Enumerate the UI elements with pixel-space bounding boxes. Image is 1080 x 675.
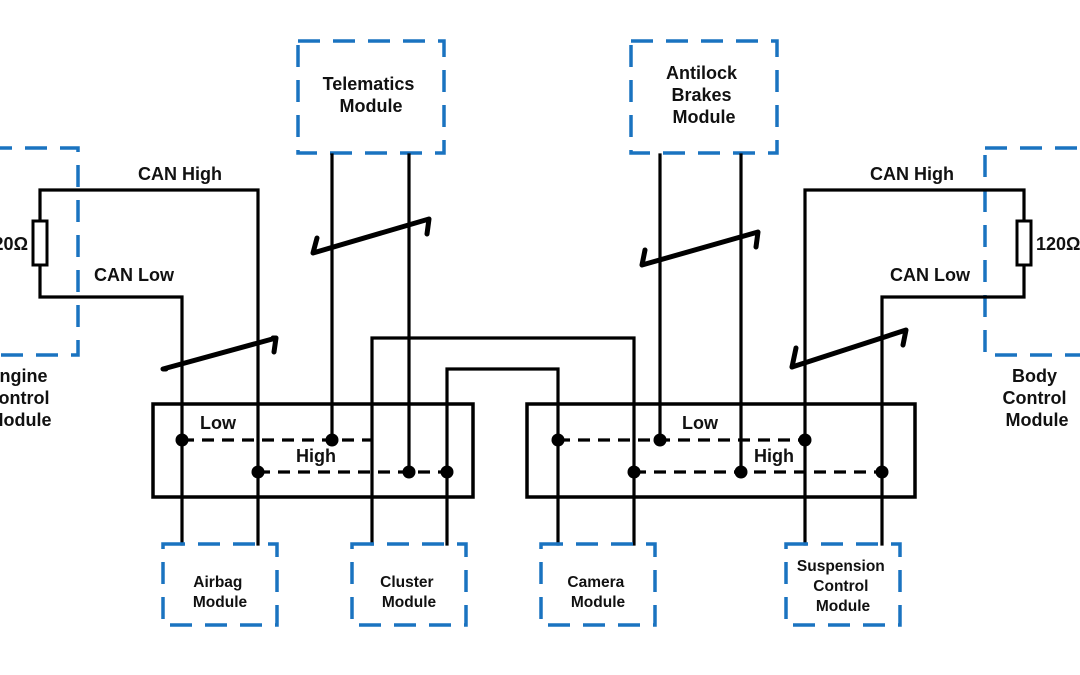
- engine-control-module: Engine Control Module: [0, 146, 80, 430]
- bridge-wires: [370, 336, 636, 546]
- left-junction-low-label: Low: [200, 413, 237, 433]
- left-can-low-wire: [38, 262, 184, 406]
- left-termination: 120Ω CAN High CAN Low: [0, 164, 279, 406]
- resistor-icon: [1015, 219, 1033, 267]
- splice-dot: [875, 465, 889, 479]
- suspension-module-label: Suspension Control Module: [797, 558, 889, 615]
- left-can-low-label: CAN Low: [94, 265, 175, 285]
- airbag-module: Airbag Module: [161, 542, 279, 627]
- splice-dot: [734, 465, 748, 479]
- splice-dot: [653, 433, 667, 447]
- suspension-module-border: [784, 542, 902, 627]
- right-junction-box: Low High: [525, 402, 917, 499]
- engine-module-border: [0, 146, 80, 357]
- left-can-high-wire: [38, 188, 260, 406]
- camera-module: Camera Module: [539, 542, 657, 627]
- splice-dot: [325, 433, 339, 447]
- suspension-control-module: Suspension Control Module: [784, 542, 902, 627]
- resistor-icon: [31, 219, 49, 267]
- splice-dot: [551, 433, 565, 447]
- splice-dot: [440, 465, 454, 479]
- left-junction-box: Low High: [151, 402, 475, 546]
- left-resistor-label: 120Ω: [0, 234, 28, 254]
- telematics-twisted-pair-icon: [310, 216, 432, 256]
- antilock-brakes-module: Antilock Brakes Module: [629, 39, 779, 474]
- inner-bridge-wire: [445, 367, 560, 546]
- engine-module-label: Engine Control Module: [0, 366, 55, 430]
- left-junction-border: [151, 402, 475, 499]
- right-can-high-wire: [803, 188, 1026, 546]
- body-module-border: [983, 146, 1080, 357]
- splice-dot: [251, 465, 265, 479]
- cluster-module: Cluster Module: [350, 542, 468, 627]
- left-junction-high-label: High: [296, 446, 336, 466]
- airbag-module-label: Airbag Module: [193, 574, 248, 611]
- antilock-module-border: [629, 39, 779, 155]
- right-can-low-label: CAN Low: [890, 265, 971, 285]
- cluster-module-label: Cluster Module: [380, 574, 438, 611]
- camera-module-border: [539, 542, 657, 627]
- splice-dot: [798, 433, 812, 447]
- splice-dot: [627, 465, 641, 479]
- right-resistor-label: 120Ω: [1036, 234, 1080, 254]
- telematics-module: Telematics Module: [296, 39, 446, 474]
- splice-dot: [402, 465, 416, 479]
- right-junction-high-label: High: [754, 446, 794, 466]
- right-termination: 120Ω CAN High CAN Low: [789, 164, 1080, 546]
- right-junction-border: [525, 402, 917, 499]
- body-control-module: Body Control Module: [983, 146, 1080, 430]
- body-module-label: Body Control Module: [1003, 366, 1072, 430]
- airbag-module-border: [161, 542, 279, 627]
- right-twisted-pair-icon: [789, 327, 909, 370]
- right-junction-low-label: Low: [682, 413, 719, 433]
- camera-module-label: Camera Module: [567, 574, 628, 611]
- left-twisted-pair-icon: [160, 335, 279, 372]
- telematics-module-border: [296, 39, 446, 155]
- left-can-high-label: CAN High: [138, 164, 222, 184]
- antilock-twisted-pair-icon: [639, 229, 761, 268]
- telematics-module-label: Telematics Module: [323, 74, 420, 116]
- right-can-high-label: CAN High: [870, 164, 954, 184]
- right-can-low-wire: [880, 262, 1026, 546]
- splice-dot: [175, 433, 189, 447]
- antilock-module-label: Antilock Brakes Module: [666, 63, 742, 127]
- cluster-module-border: [350, 542, 468, 627]
